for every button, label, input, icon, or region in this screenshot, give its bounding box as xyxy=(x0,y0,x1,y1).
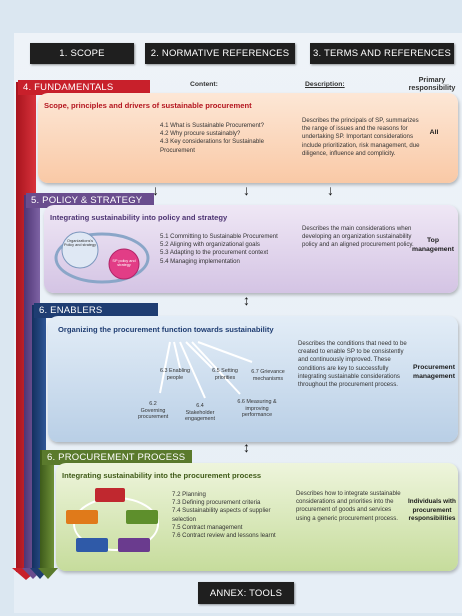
policy-strategy-responsibility: Top management xyxy=(412,237,454,253)
fundamentals-label: 4. FUNDAMENTALS xyxy=(18,80,150,95)
cycle-ring xyxy=(54,232,150,284)
procurement-process-responsibility: Individuals with procurement responsibil… xyxy=(408,498,456,522)
process-step-review xyxy=(66,510,98,524)
fundamentals-item: 4.3 Key considerations for Sustainable P… xyxy=(160,138,264,154)
process-item: 7.6 Contract review and lessons learnt xyxy=(172,532,276,540)
policy-item: 5.2 Aligning with organizational goals xyxy=(160,241,260,249)
enablers-section xyxy=(48,316,458,442)
policy-strategy-title: Integrating sustainability into policy a… xyxy=(50,213,228,222)
process-vertical-bar xyxy=(40,450,54,572)
double-arrow-icon: ↕ xyxy=(243,292,250,308)
enablers-responsibility: Procurement management xyxy=(413,364,455,380)
enabler-label-enabling-people: 6.3 Enabling people xyxy=(160,368,190,381)
sp-policy-circle xyxy=(108,248,140,280)
procurement-process-title: Integrating sustainability into the proc… xyxy=(62,471,262,480)
policy-item: 5.1 Committing to Sustainable Procuremen… xyxy=(160,233,278,240)
description-column-heading: Description: xyxy=(305,81,345,88)
terms-and-references-box: 3. TERMS AND REFERENCES xyxy=(310,43,454,64)
responsibility-column-heading: Primary responsibility xyxy=(408,75,456,92)
sp-policy-label: SP policy and strategy xyxy=(112,259,136,268)
policy-strategy-items: 5.1 Committing to Sustainable Procuremen… xyxy=(160,233,300,266)
policy-item: 5.3 Adapting to the procurement context xyxy=(160,249,269,257)
enabler-label-measuring: 6.6 Measuring & improving performance xyxy=(237,399,277,418)
content-column-heading: Content: xyxy=(190,81,218,88)
enablers-label: 6. ENABLERS xyxy=(34,303,158,318)
enabler-lines xyxy=(159,341,253,399)
process-item: 7.3 Defining procurement criteria xyxy=(172,499,261,507)
organization-policy-label: Organizations's Policy and strategy xyxy=(63,239,97,248)
policy-strategy-description: Describes the main considerations when d… xyxy=(302,225,414,249)
down-arrow-icon: ↓ xyxy=(327,182,334,198)
organization-policy-circle xyxy=(61,231,99,269)
procurement-process-section xyxy=(56,463,458,571)
fundamentals-items: 4.1 What is Sustainable Procurement? 4.2… xyxy=(160,122,292,155)
enabler-label-stakeholder: 6.4 Stakeholder engagement xyxy=(185,403,215,422)
enabler-label-governing: 6.2 Governing procurement xyxy=(138,401,169,420)
process-arrowhead xyxy=(38,568,58,579)
process-item: 7.4 Sustainability aspects of supplier s… xyxy=(172,507,271,523)
process-step-criteria xyxy=(126,510,158,524)
fundamentals-title: Scope, principles and drivers of sustain… xyxy=(44,101,252,110)
enabler-label-grievance: 6.7 Grievance mechanisms xyxy=(251,369,285,382)
normative-references-box: 2. NORMATIVE REFERENCES xyxy=(145,43,295,64)
procurement-process-label: 6. PROCUREMENT PROCESS xyxy=(42,450,192,465)
down-arrow-icon: ↓ xyxy=(152,182,159,198)
enablers-title: Organizing the procurement function towa… xyxy=(58,325,274,334)
process-step-selection xyxy=(118,538,150,552)
vertical-bar-arrowheads xyxy=(12,568,58,580)
enabler-label-priorities: 6.5 Setting priorities xyxy=(212,368,238,381)
double-arrow-icon: ↕ xyxy=(243,439,250,455)
enablers-description: Describes the conditions that need to be… xyxy=(298,340,407,389)
fundamentals-description: Describes the principals of SP, summariz… xyxy=(302,117,420,157)
process-item: 7.2 Planning xyxy=(172,491,206,498)
policy-cycle-diagram xyxy=(54,231,150,284)
procurement-process-items: 7.2 Planning 7.3 Defining procurement cr… xyxy=(172,491,296,540)
scope-box: 1. SCOPE xyxy=(30,43,134,64)
policy-strategy-label: 5. POLICY & STRATEGY xyxy=(26,193,154,208)
policy-strategy-section xyxy=(44,205,458,293)
procurement-process-description: Describes how to integrate sustainable c… xyxy=(296,490,401,522)
annex-tools-box: ANNEX: TOOLS xyxy=(198,582,294,604)
fundamentals-responsibility: All xyxy=(429,129,439,136)
fundamentals-item: 4.1 What is Sustainable Procurement? xyxy=(160,122,264,129)
process-step-contract-management xyxy=(76,538,108,552)
process-item: 7.5 Contract management xyxy=(172,523,243,531)
fundamentals-section xyxy=(38,93,458,183)
fundamentals-item: 4.2 Why procure sustainably? xyxy=(160,130,241,138)
down-arrow-icon: ↓ xyxy=(243,182,250,198)
policy-item: 5.4 Managing implementation xyxy=(160,257,240,265)
enablers-fan-diagram xyxy=(159,341,253,399)
process-step-planning xyxy=(95,488,125,502)
